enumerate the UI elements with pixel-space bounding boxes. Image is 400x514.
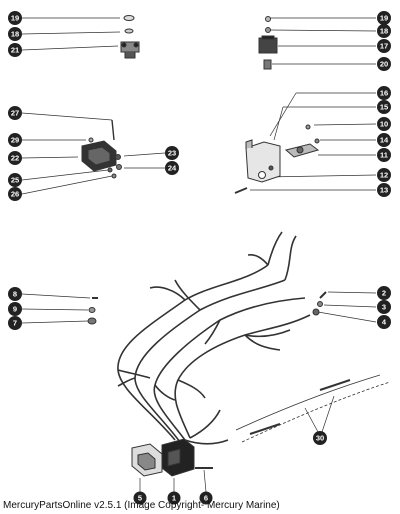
svg-text:4: 4 [382,318,387,327]
callout-9: 9 [8,302,22,316]
svg-text:14: 14 [380,136,389,145]
solenoid-group-right [258,16,377,70]
svg-text:19: 19 [11,14,19,23]
svg-text:1: 1 [172,494,176,503]
svg-text:23: 23 [168,149,176,158]
svg-text:18: 18 [380,27,388,36]
callout-12: 12 [377,168,391,182]
svg-text:3: 3 [382,303,386,312]
svg-text:18: 18 [11,30,19,39]
callout-27: 27 [8,106,22,120]
svg-text:9: 9 [13,305,17,314]
callout-3: 3 [377,300,391,314]
svg-text:8: 8 [13,290,17,299]
svg-text:6: 6 [204,494,208,503]
svg-text:25: 25 [11,176,19,185]
relay-group [21,112,166,195]
callout-16: 16 [377,86,391,100]
callout-19-top-right: 19 [377,11,391,25]
callout-11: 11 [377,148,391,162]
harness-plug [131,438,213,493]
svg-text:29: 29 [11,136,19,145]
callout-4: 4 [377,315,391,329]
callout-markers: 19 18 21 19 18 17 20 27 29 22 25 26 23 2… [8,11,391,505]
svg-text:15: 15 [380,103,388,112]
svg-text:5: 5 [138,494,142,503]
svg-text:16: 16 [380,89,388,98]
callout-26: 26 [8,187,22,201]
callout-18-top-right: 18 [377,24,391,38]
svg-text:7: 7 [13,319,17,328]
callout-17: 17 [377,39,391,53]
svg-text:20: 20 [380,60,388,69]
callout-18-top-left: 18 [8,27,22,41]
svg-text:27: 27 [11,109,19,118]
svg-text:22: 22 [11,154,19,163]
solenoid-group-left [21,15,140,59]
callout-5: 5 [133,491,147,505]
callout-19-top-left: 19 [8,11,22,25]
svg-text:21: 21 [11,46,19,55]
callout-14: 14 [377,133,391,147]
fastener-group-left [21,293,98,325]
wiring-harness [117,231,311,445]
callout-15: 15 [377,100,391,114]
svg-text:24: 24 [168,164,177,173]
callout-1: 1 [167,491,181,505]
svg-text:2: 2 [382,289,386,298]
callout-21: 21 [8,43,22,57]
svg-text:19: 19 [380,14,388,23]
callout-30: 30 [313,431,327,445]
svg-text:10: 10 [380,120,388,129]
callout-7: 7 [8,316,22,330]
callout-23: 23 [165,146,179,160]
callout-13: 13 [377,183,391,197]
image-caption: MercuryPartsOnline v2.5.1 (Image Copyrig… [3,500,280,511]
fastener-group-right [312,291,377,323]
bracket-group [234,92,377,194]
callout-25: 25 [8,173,22,187]
callout-10: 10 [377,117,391,131]
svg-text:13: 13 [380,186,388,195]
callout-22: 22 [8,151,22,165]
cable-tie-group [235,374,391,443]
callout-20: 20 [377,57,391,71]
callout-8: 8 [8,287,22,301]
svg-text:26: 26 [11,190,19,199]
callout-24: 24 [165,161,179,175]
svg-text:17: 17 [380,42,388,51]
svg-text:12: 12 [380,171,388,180]
svg-text:11: 11 [380,151,388,160]
callout-2: 2 [377,286,391,300]
callout-6: 6 [199,491,213,505]
svg-text:30: 30 [316,434,324,443]
callout-29: 29 [8,133,22,147]
